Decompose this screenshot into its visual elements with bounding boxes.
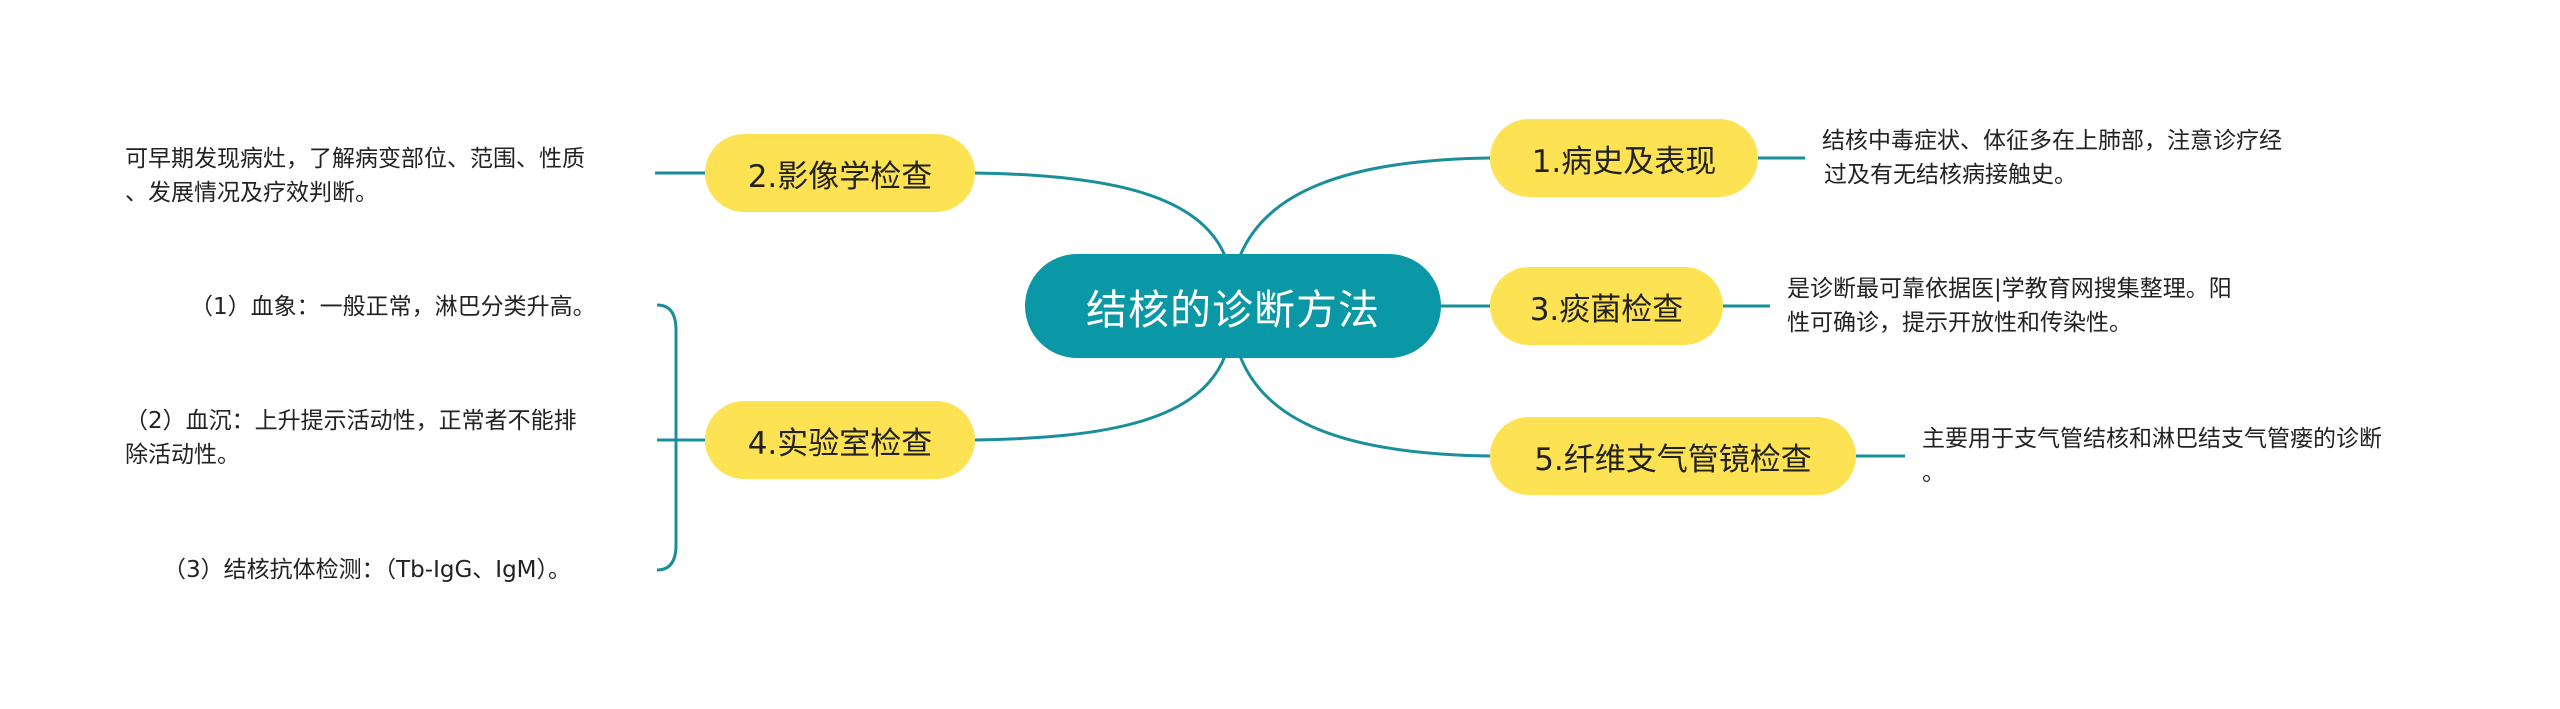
note-line: 是诊断最可靠依据医|学教育网搜集整理。阳 [1787, 276, 2232, 302]
note-line: 主要用于支气管结核和淋巴结支气管瘘的诊断 [1922, 426, 2382, 452]
topic-bronchoscopy-label: 5.纤维支气管镜检查 [1534, 441, 1812, 478]
link-root-t5 [1238, 355, 1491, 458]
topic-imaging-label: 2.影像学检查 [747, 158, 933, 195]
topic-lab-tests-label: 4.实验室检查 [747, 425, 933, 462]
note-line: 性可确诊，提示开放性和传染性。 [1787, 310, 2132, 336]
link-root-t4 [974, 355, 1227, 442]
lab-brace [656, 303, 678, 572]
topic-medical-history[interactable]: 1.病史及表现 [1490, 119, 1758, 197]
link-root-t1 [1238, 156, 1491, 257]
root-topic[interactable]: 结核的诊断方法 [1025, 254, 1441, 358]
lab-item-blood: （1）血象：一般正常，淋巴分类升高。 [190, 290, 596, 324]
note-line: 可早期发现病灶，了解病变部位、范围、性质 [125, 146, 585, 172]
topic-sputum[interactable]: 3.痰菌检查 [1490, 267, 1723, 345]
note-imaging: 可早期发现病灶，了解病变部位、范围、性质 、发展情况及疗效判断。 [125, 142, 585, 210]
topic-medical-history-label: 1.病史及表现 [1531, 143, 1717, 180]
lab-item-antibody: （3）结核抗体检测：（Tb-IgG、IgM）。 [163, 553, 571, 587]
note-line: 除活动性。 [125, 442, 240, 468]
note-bronchoscopy: 主要用于支气管结核和淋巴结支气管瘘的诊断 。 [1922, 422, 2382, 490]
note-line: 、发展情况及疗效判断。 [125, 180, 378, 206]
topic-bronchoscopy[interactable]: 5.纤维支气管镜检查 [1490, 417, 1856, 495]
note-line: （3）结核抗体检测：（Tb-IgG、IgM）。 [163, 557, 572, 583]
note-medical-history: 结核中毒症状、体征多在上肺部，注意诊疗经 过及有无结核病接触史。 [1822, 124, 2282, 192]
lab-item-esr: （2）血沉：上升提示活动性，正常者不能排 除活动性。 [125, 404, 577, 472]
note-line: 。 [1922, 460, 1945, 486]
note-line: 结核中毒症状、体征多在上肺部，注意诊疗经 [1822, 128, 2282, 154]
note-line: （2）血沉：上升提示活动性，正常者不能排 [125, 408, 577, 434]
note-line: 过及有无结核病接触史。 [1824, 162, 2077, 188]
note-line: （1）血象：一般正常，淋巴分类升高。 [190, 294, 596, 320]
topic-lab-tests[interactable]: 4.实验室检查 [705, 401, 975, 479]
root-topic-label: 结核的诊断方法 [1086, 286, 1380, 334]
topic-sputum-label: 3.痰菌检查 [1529, 291, 1684, 328]
topic-imaging[interactable]: 2.影像学检查 [705, 134, 975, 212]
note-sputum: 是诊断最可靠依据医|学教育网搜集整理。阳 性可确诊，提示开放性和传染性。 [1787, 272, 2232, 340]
link-root-t2 [974, 171, 1227, 257]
